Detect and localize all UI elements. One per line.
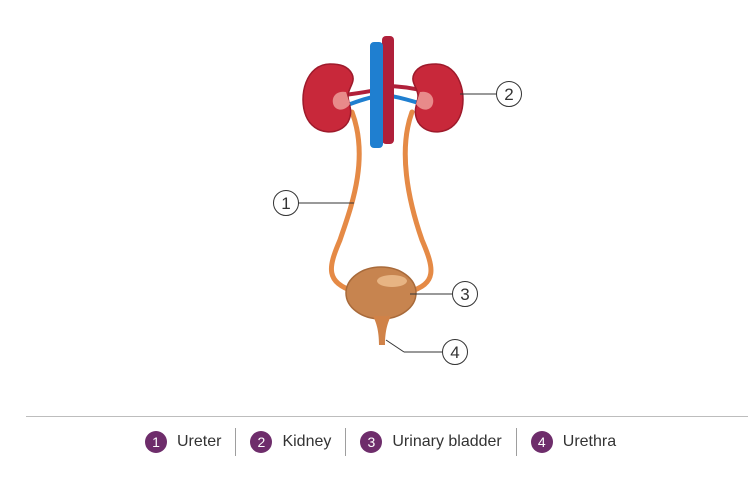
legend-divider: [26, 416, 748, 417]
svg-text:2: 2: [504, 85, 513, 104]
legend-item-urinary-bladder: 3 Urinary bladder: [346, 426, 515, 458]
bladder-highlight: [377, 275, 407, 287]
urethra: [373, 316, 391, 345]
legend-badge: 1: [145, 431, 167, 453]
right-kidney: [412, 63, 464, 133]
callout-2: 2: [496, 81, 522, 107]
legend-badge: 4: [530, 431, 553, 453]
legend-separator: [515, 428, 517, 456]
legend-label: Kidney: [282, 433, 332, 450]
callout-4-leader: [385, 339, 405, 353]
vena-cava: [370, 42, 383, 148]
left-ureter: [328, 109, 362, 295]
urinary-system-illustration: 1 2 3 4: [273, 36, 522, 365]
callout-3: 3: [452, 281, 478, 307]
legend-badge: 3: [360, 431, 383, 453]
legend-separator: [345, 428, 347, 456]
left-kidney: [302, 63, 354, 133]
legend-badge: 2: [250, 431, 273, 453]
callout-4: 4: [442, 339, 468, 365]
svg-text:3: 3: [460, 285, 469, 304]
legend-label: Urethra: [562, 433, 617, 450]
legend-item-urethra: 4 Urethra: [517, 426, 630, 458]
right-ureter: [402, 109, 434, 295]
legend: 1 Ureter 2 Kidney 3 Urinary bladder 4 Ur…: [145, 426, 630, 458]
legend-item-kidney: 2 Kidney: [236, 426, 345, 458]
legend-separator: [235, 428, 237, 456]
legend-label: Ureter: [177, 433, 222, 450]
aorta: [382, 36, 394, 144]
legend-label: Urinary bladder: [392, 433, 502, 450]
urinary-bladder: [345, 266, 417, 320]
svg-text:1: 1: [281, 194, 290, 213]
legend-item-ureter: 1 Ureter: [145, 426, 235, 458]
right-kidney-pelvis: [416, 91, 434, 110]
left-kidney-pelvis: [332, 91, 350, 110]
svg-text:4: 4: [450, 343, 459, 362]
callout-1: 1: [273, 190, 299, 216]
